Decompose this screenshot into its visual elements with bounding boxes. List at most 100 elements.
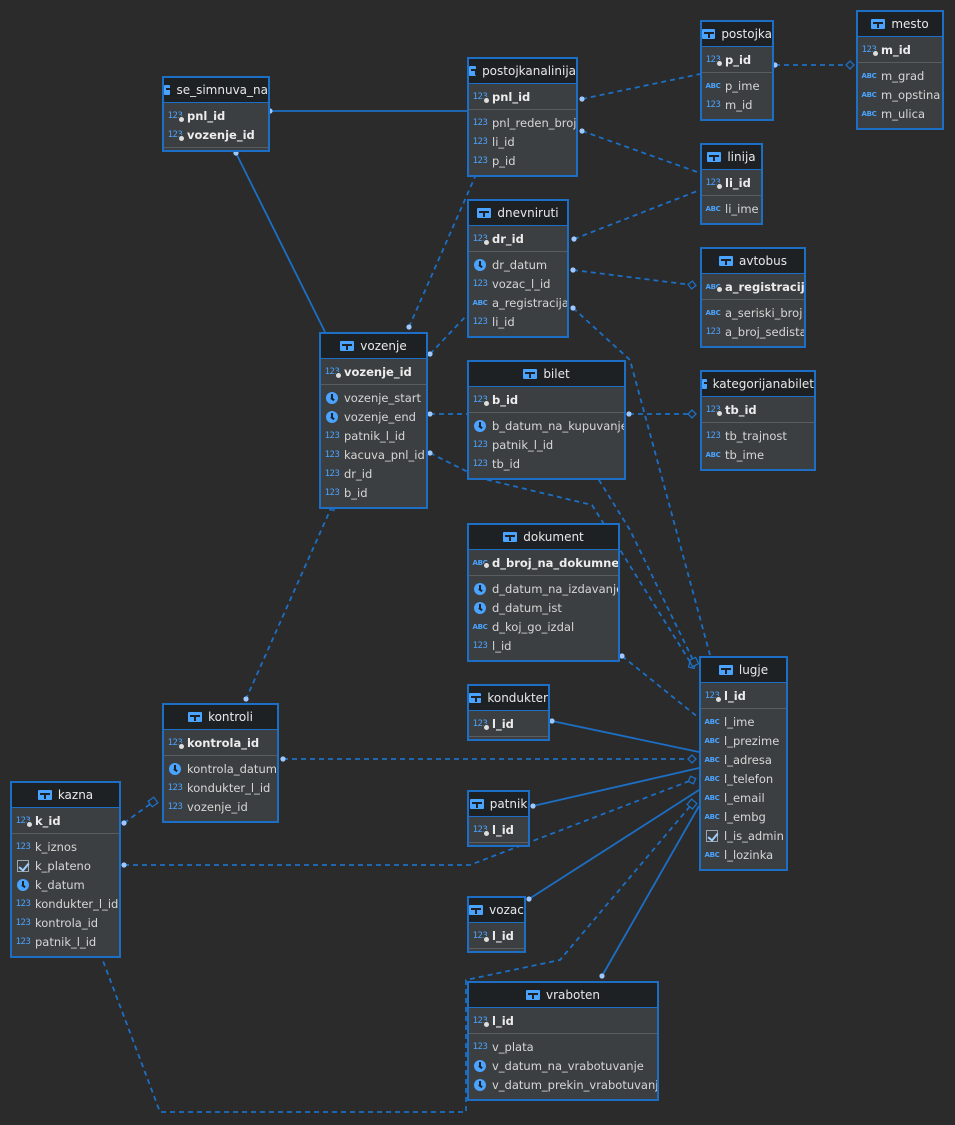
entity-header[interactable]: lugje — [701, 658, 786, 683]
entity-header[interactable]: se_simnuva_na — [164, 78, 268, 103]
entity-header[interactable]: vozac — [469, 898, 524, 923]
column[interactable]: v_datum_prekin_vrabotuvanje — [469, 1075, 657, 1094]
entity-header[interactable]: kategorijanabilet — [702, 372, 814, 397]
entity-header[interactable]: vraboten — [469, 983, 657, 1008]
entity-header[interactable]: kondukter — [469, 686, 548, 711]
entity-header[interactable]: avtobus — [702, 249, 804, 274]
entity-header[interactable]: bilet — [469, 362, 624, 387]
column[interactable]: v_datum_na_vrabotuvanje — [469, 1056, 657, 1075]
column[interactable]: kontrola_datum — [164, 759, 277, 778]
column[interactable]: k_plateno — [12, 856, 119, 875]
column[interactable]: l_is_admin — [701, 826, 786, 845]
entity-header[interactable]: dnevniruti — [469, 201, 567, 226]
column[interactable]: vozenje_start — [321, 388, 426, 407]
entity-header[interactable]: postojkanalinija — [469, 59, 576, 84]
entity-header[interactable]: mesto — [858, 12, 942, 37]
entity-header[interactable]: postojka — [702, 22, 772, 47]
entity-header[interactable]: patnik — [469, 792, 528, 817]
column[interactable]: d_datum_ist — [469, 598, 618, 617]
entity-header[interactable]: vozenje — [321, 334, 426, 359]
entity-header[interactable]: dokument — [469, 525, 618, 550]
column[interactable]: vozenje_end — [321, 407, 426, 426]
column[interactable]: dr_datum — [469, 255, 567, 274]
entity-header[interactable]: kazna — [12, 783, 119, 808]
entity-header[interactable]: linija — [702, 145, 761, 170]
entity-header[interactable]: kontroli — [164, 705, 277, 730]
column[interactable]: b_datum_na_kupuvanje — [469, 416, 624, 435]
